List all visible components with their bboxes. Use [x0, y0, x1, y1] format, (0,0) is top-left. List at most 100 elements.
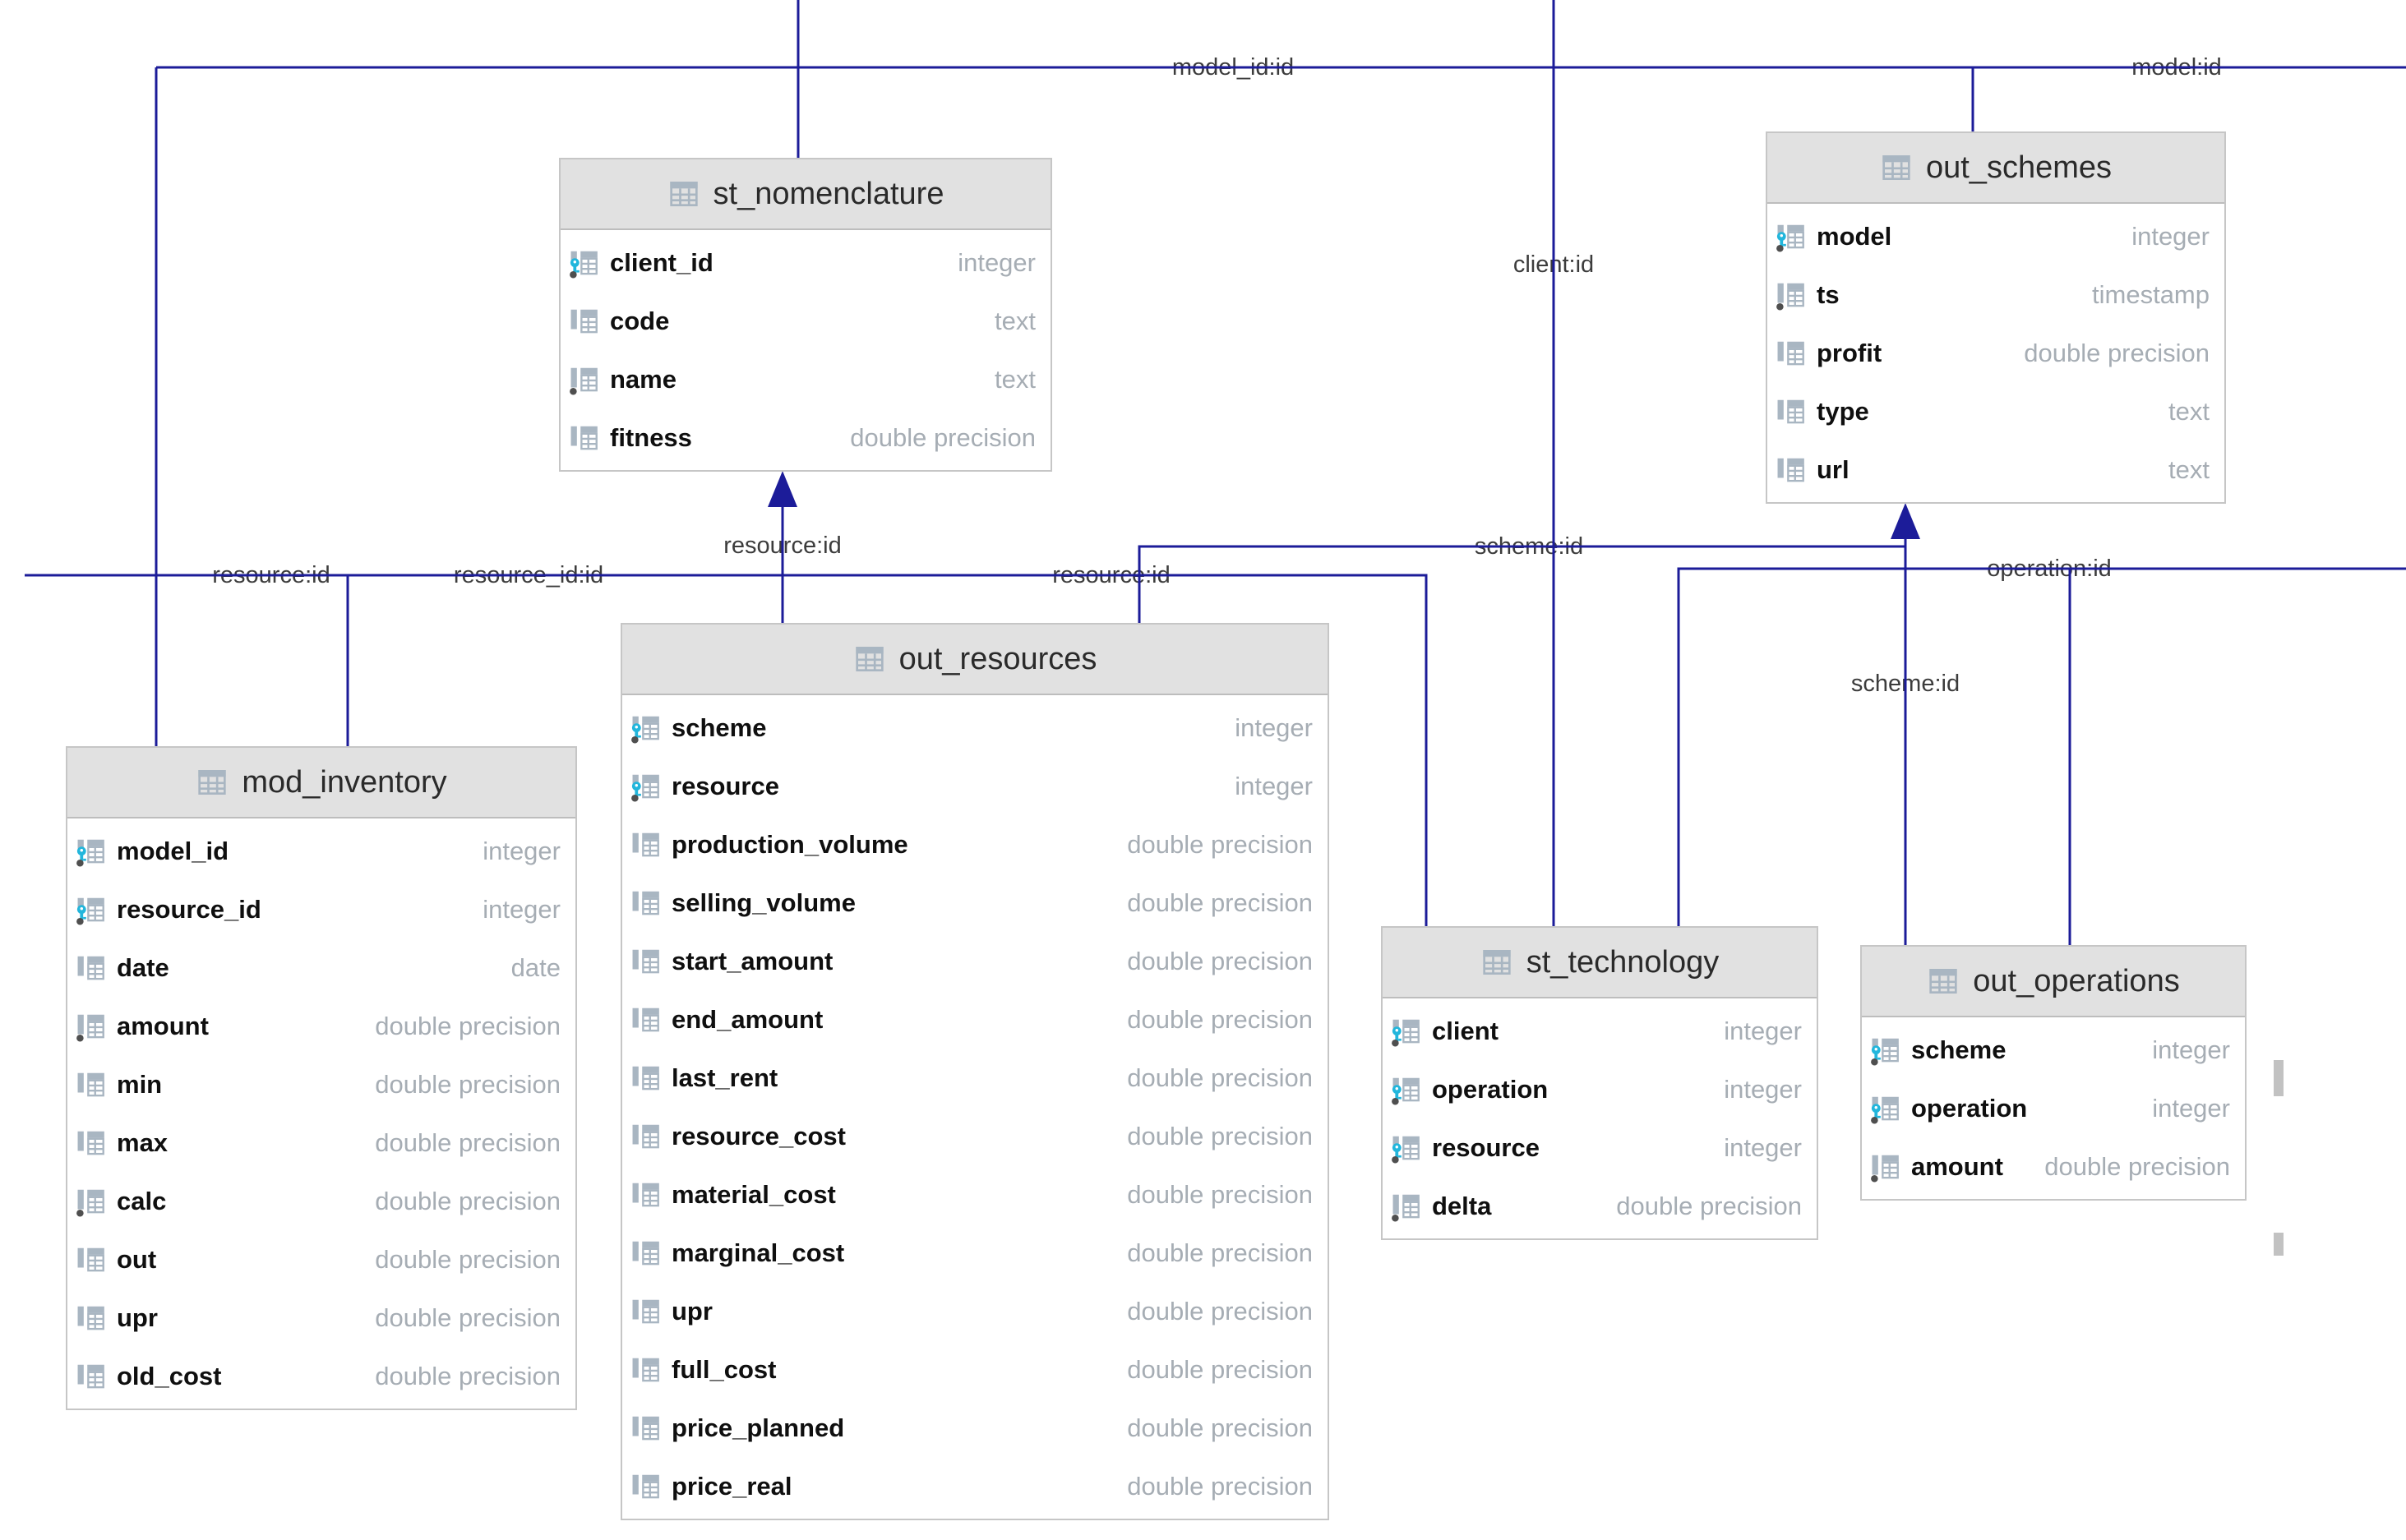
primary-key-icon [630, 712, 662, 744]
relationship-line[interactable] [1138, 545, 1905, 623]
column-name: scheme [672, 712, 767, 742]
column-name: amount [117, 1011, 209, 1040]
column-type: integer [1724, 1016, 1802, 1045]
clipped-table-fragment [2274, 1233, 2284, 1256]
relationship-line[interactable] [1677, 567, 2406, 926]
column-name: fitness [610, 422, 692, 452]
table-header[interactable]: out_operations [1862, 947, 2245, 1017]
primary-key-icon [1391, 1074, 1422, 1105]
column-name: profit [1817, 338, 1882, 367]
column-name: client [1432, 1016, 1499, 1045]
column-type: timestamp [2092, 279, 2210, 309]
column-name: type [1817, 396, 1869, 426]
table-name: st_technology [1526, 944, 1720, 980]
arrowhead-icon [768, 471, 797, 507]
column-type: double precision [1127, 1063, 1313, 1092]
table-icon [196, 766, 229, 799]
column-name: resource_id [117, 894, 261, 924]
column-name: upr [672, 1296, 713, 1326]
column-icon [1776, 338, 1807, 369]
table-icon [1480, 946, 1513, 979]
primary-key-icon [76, 836, 107, 867]
primary-key-icon [630, 771, 662, 802]
column-icon [630, 1121, 662, 1152]
column-name: amount [1911, 1151, 2003, 1181]
column-row-client[interactable]: client integer [1383, 1002, 1817, 1060]
column-type: text [995, 306, 1036, 335]
column-type: double precision [1127, 1179, 1313, 1209]
column-type: text [995, 364, 1036, 394]
column-icon [630, 1238, 662, 1269]
column-name: price_planned [672, 1413, 845, 1442]
column-icon [569, 306, 600, 337]
column-type: double precision [375, 1011, 561, 1040]
column-icon [630, 946, 662, 977]
column-name: delta [1432, 1191, 1492, 1220]
column-row-upr[interactable]: upr double precision [622, 1282, 1328, 1340]
table-header[interactable]: out_resources [622, 625, 1328, 695]
column-icon [1776, 279, 1807, 311]
column-row-amount[interactable]: amount double precision [67, 997, 575, 1055]
column-icon [1776, 396, 1807, 427]
column-type: integer [483, 836, 561, 865]
primary-key-icon [1870, 1035, 1901, 1066]
relationship-line[interactable] [25, 574, 1428, 926]
column-type: double precision [1127, 888, 1313, 917]
table-header[interactable]: st_technology [1383, 928, 1817, 998]
table-header[interactable]: st_nomenclature [561, 159, 1051, 230]
column-type: double precision [1127, 1296, 1313, 1326]
table-header[interactable]: mod_inventory [67, 748, 575, 818]
column-name: end_amount [672, 1004, 824, 1034]
table-header[interactable]: out_schemes [1767, 133, 2224, 204]
column-name: min [117, 1069, 163, 1099]
column-icon [569, 422, 600, 454]
